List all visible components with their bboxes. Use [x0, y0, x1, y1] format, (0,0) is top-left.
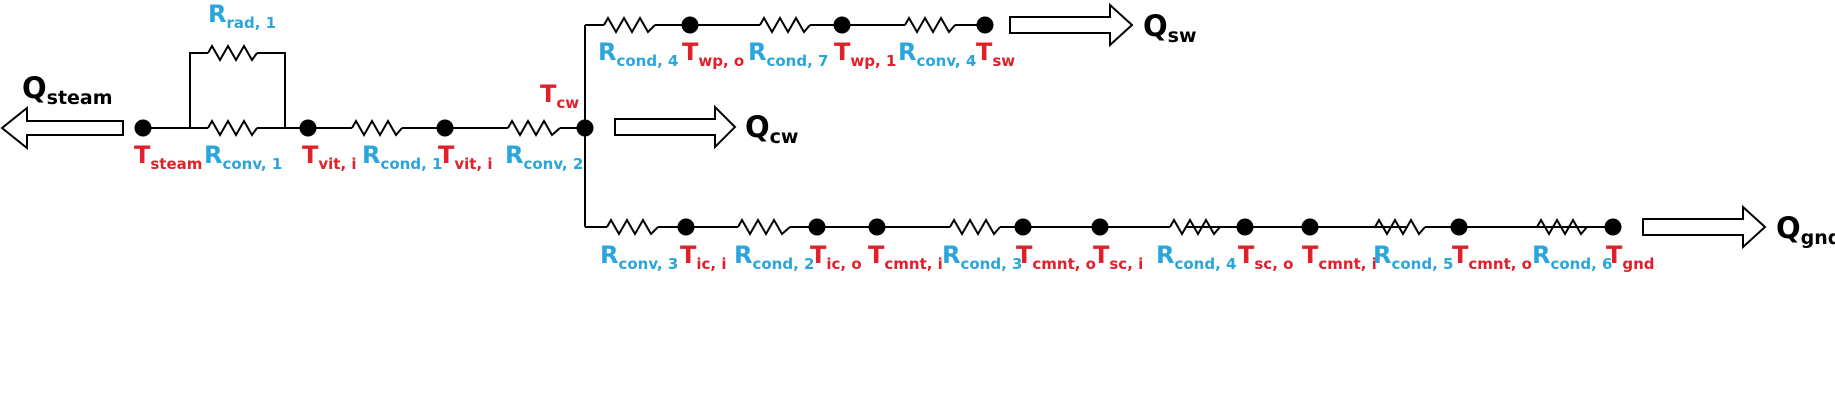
node-t-sc-i [1091, 218, 1109, 236]
label-t-cmnt-i-b: Tcmnt, i [1302, 241, 1377, 273]
label-t-cmnt-o-a: Tcmnt, o [1016, 241, 1096, 273]
resistor-cond-2 [737, 217, 791, 237]
resistor-conv-2 [507, 118, 561, 138]
label-r-cond-6: Rcond, 6 [1532, 241, 1612, 273]
resistor-rad-1 [207, 43, 258, 63]
label-t-gnd: Tgnd [1606, 241, 1655, 273]
label-q-steam: Qsteam [22, 71, 113, 109]
label-r-conv-4: Rconv, 4 [898, 38, 976, 70]
label-r-conv-2: Rconv, 2 [505, 141, 583, 173]
label-t-wp-1: Twp, 1 [834, 38, 896, 70]
label-r-cond-5: Rcond, 5 [1373, 241, 1453, 273]
label-t-sw: Tsw [976, 38, 1015, 70]
node-t-cmnt-o-a [1014, 218, 1032, 236]
resistor-cond-5 [1374, 217, 1426, 237]
arrow-q-gnd [1642, 204, 1767, 250]
node-t-cmnt-i-a [868, 218, 886, 236]
label-t-sc-o: Tsc, o [1238, 241, 1293, 273]
node-t-sw [976, 16, 994, 34]
resistors [207, 15, 1588, 237]
node-t-vit-i-b [436, 119, 454, 137]
label-q-gnd: Qgnd [1776, 211, 1835, 249]
label-r-cond-4-top: Rcond, 4 [598, 38, 678, 70]
node-t-vit-i-a [299, 119, 317, 137]
label-r-cond-4-bot: Rcond, 4 [1156, 241, 1236, 273]
arrow-q-cw [614, 104, 737, 150]
resistor-conv-1 [207, 118, 258, 138]
node-t-gnd [1604, 218, 1622, 236]
label-r-cond-1: Rcond, 1 [362, 141, 442, 173]
label-r-rad-1: Rrad, 1 [208, 0, 276, 32]
label-t-wp-o: Twp, o [682, 38, 744, 70]
label-q-cw: Qcw [745, 110, 798, 148]
resistor-conv-3 [606, 217, 659, 237]
resistor-cond-4-top [603, 15, 656, 35]
arrow-q-sw [1009, 2, 1134, 48]
node-t-cw [576, 119, 594, 137]
label-r-conv-1: Rconv, 1 [204, 141, 282, 173]
resistor-cond-7 [759, 15, 811, 35]
label-r-conv-3: Rconv, 3 [600, 241, 678, 273]
label-t-vit-i-b: Tvit, i [438, 141, 493, 173]
label-t-cmnt-o-b: Tcmnt, o [1452, 241, 1532, 273]
resistor-cond-3 [949, 217, 1001, 237]
label-q-sw: Qsw [1143, 9, 1197, 47]
label-r-cond-3: Rcond, 3 [942, 241, 1022, 273]
resistor-conv-4 [904, 15, 956, 35]
node-t-steam [134, 119, 152, 137]
node-t-ic-i [677, 218, 695, 236]
node-t-cmnt-o-b [1450, 218, 1468, 236]
arrow-q-steam [0, 105, 124, 151]
temperature-nodes [134, 16, 1622, 236]
node-t-sc-o [1236, 218, 1254, 236]
label-t-cw: Tcw [540, 80, 579, 112]
label-r-cond-2: Rcond, 2 [734, 241, 814, 273]
resistor-cond-1 [351, 118, 403, 138]
node-t-wp-o [681, 16, 699, 34]
heat-flow-arrows [0, 2, 1767, 250]
label-r-cond-7: Rcond, 7 [748, 38, 828, 70]
resistor-cond-6 [1536, 217, 1588, 237]
node-t-ic-o [808, 218, 826, 236]
node-t-wp-1 [833, 16, 851, 34]
node-t-cmnt-i-b [1301, 218, 1319, 236]
label-t-sc-i: Tsc, i [1093, 241, 1143, 273]
label-t-ic-o: Tic, o [810, 241, 862, 273]
resistor-cond-4-bot [1169, 217, 1221, 237]
label-t-cmnt-i-a: Tcmnt, i [868, 241, 943, 273]
label-t-steam: Tsteam [134, 141, 202, 173]
label-t-vit-i-a: Tvit, i [302, 141, 357, 173]
label-t-ic-i: Tic, i [680, 241, 726, 273]
